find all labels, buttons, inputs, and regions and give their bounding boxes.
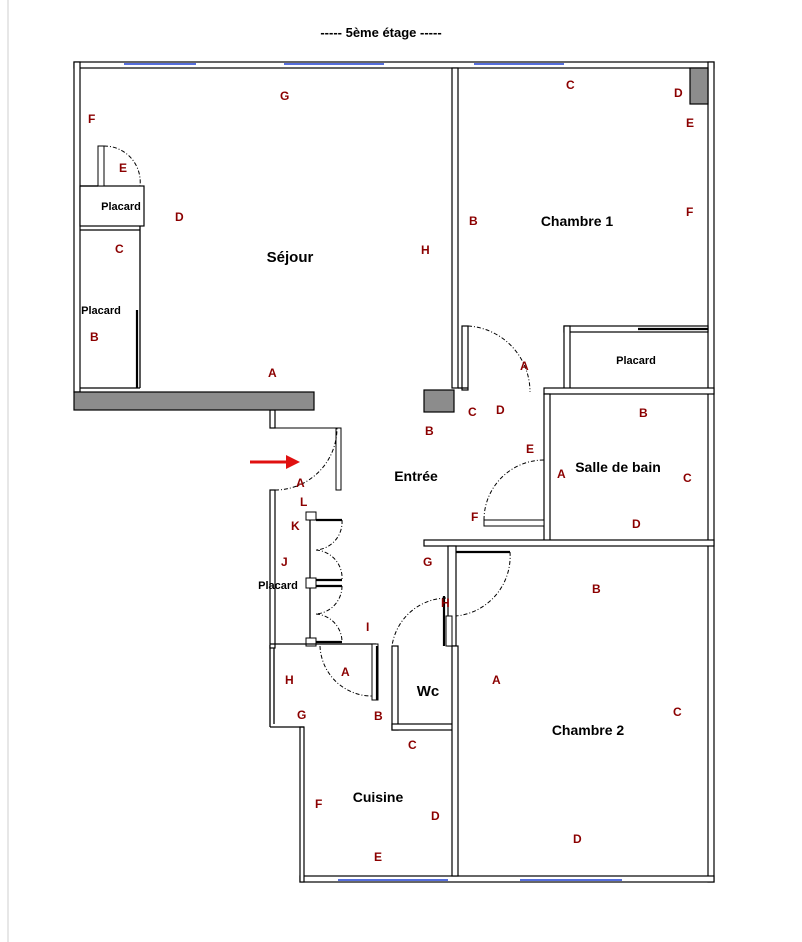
chambre1-wall-e: E (686, 116, 694, 130)
sejour-wall-e: E (119, 161, 127, 175)
chambre2-wall-c: C (673, 705, 682, 719)
sejour-wall-f: F (88, 112, 95, 126)
chambre2-wall-letters: B A C D (492, 582, 682, 846)
chambre1-wall-c: C (566, 78, 575, 92)
entree-walls (270, 427, 511, 701)
chambre1-walls (458, 67, 715, 395)
entree-wall-b: B (425, 424, 434, 438)
entree-wall-h: H (441, 596, 450, 610)
cuisine-wall-letters: A H G B C F D E (285, 665, 440, 864)
entree-wall-l: L (300, 495, 307, 509)
chambre1-wall-f: F (686, 205, 693, 219)
chambre1-wall-a: A (520, 359, 529, 373)
salle-de-bain-wall-a: A (557, 467, 566, 481)
chambre2-wall-b: B (592, 582, 601, 596)
entree-wall-d: D (496, 403, 505, 417)
chambre1-wall-d: D (674, 86, 683, 100)
entree-wall-e: E (526, 442, 534, 456)
salle-de-bain-label: Salle de bain (575, 459, 661, 475)
cuisine-wall-a: A (341, 665, 350, 679)
chambre2-wall-d: D (573, 832, 582, 846)
entree-wall-g: G (423, 555, 432, 569)
cuisine-wall-e: E (374, 850, 382, 864)
placard-entree-label: Placard (258, 580, 298, 592)
salle-de-bain-wall-c: C (683, 471, 692, 485)
entree-wall-i: I (366, 620, 369, 634)
salle-de-bain-wall-letters: B A C D (557, 406, 692, 531)
chambre1-wall-letters: C D E F B A (469, 78, 694, 373)
sejour-wall-letters: G F E D C B H A (88, 89, 430, 380)
sejour-walls (73, 67, 459, 413)
cuisine-wall-c: C (408, 738, 417, 752)
entree-wall-j: J (281, 555, 288, 569)
salle-de-bain-walls (423, 393, 715, 547)
right-arrow-icon (250, 455, 300, 469)
outer-walls (73, 61, 715, 883)
entree-wall-letters: C D B E F A L K J G H I (281, 403, 534, 634)
salle-de-bain-wall-d: D (632, 517, 641, 531)
entree-wall-f: F (471, 510, 478, 524)
sejour-wall-d: D (175, 210, 184, 224)
sejour-wall-a: A (268, 366, 277, 380)
wc-label: Wc (417, 683, 440, 700)
chambre2-label: Chambre 2 (552, 722, 625, 738)
entree-wall-a: A (296, 476, 305, 490)
chambre1-wall-b: B (469, 214, 478, 228)
entree-wall-k: K (291, 519, 300, 533)
sejour-wall-b: B (90, 330, 99, 344)
entree-wall-c: C (468, 405, 477, 419)
sejour-label: Séjour (267, 249, 314, 266)
entree-label: Entrée (394, 468, 438, 484)
floor-title: ----- 5ème étage ----- (320, 25, 441, 40)
sejour-wall-g: G (280, 89, 289, 103)
cuisine-wall-f: F (315, 797, 322, 811)
cuisine-wall-b: B (374, 709, 383, 723)
cuisine-wall-d: D (431, 809, 440, 823)
cuisine-wall-g: G (297, 708, 306, 722)
placard-chambre1-label: Placard (616, 355, 656, 367)
windows (124, 63, 622, 881)
sejour-wall-h: H (421, 243, 430, 257)
salle-de-bain-wall-b: B (639, 406, 648, 420)
wc-walls (391, 645, 459, 877)
sejour-wall-c: C (115, 242, 124, 256)
chambre2-wall-a: A (492, 673, 501, 687)
cuisine-wall-h: H (285, 673, 294, 687)
placard-sejour-top-label: Placard (101, 201, 141, 213)
cuisine-label: Cuisine (353, 789, 404, 805)
placard-sejour-left-label: Placard (81, 305, 121, 317)
chambre1-label: Chambre 1 (541, 213, 614, 229)
